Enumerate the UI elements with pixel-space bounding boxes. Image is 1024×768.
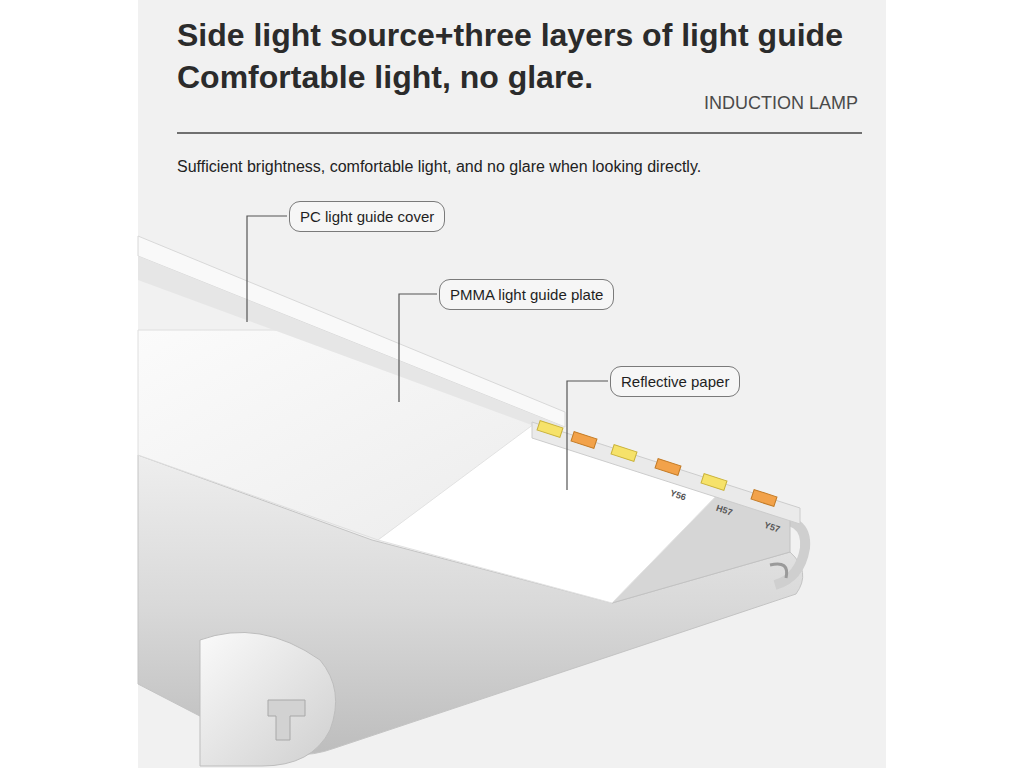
- pc-cover: [138, 236, 565, 427]
- callout-box: Reflective paper: [610, 366, 740, 397]
- lamp-part: [655, 459, 681, 476]
- led-pcb: [532, 422, 800, 524]
- subtitle-tag: INDUCTION LAMP: [704, 93, 858, 115]
- callout-text: PMMA light guide plate: [450, 286, 603, 303]
- callout-text: Reflective paper: [621, 373, 729, 390]
- description: Sufficient brightness, comfortable light…: [177, 157, 701, 176]
- lamp-part: [571, 432, 597, 449]
- leader-line: [567, 381, 608, 490]
- header-rule: [177, 132, 862, 134]
- led-strip: [537, 421, 777, 507]
- lamp-part: [751, 490, 777, 507]
- end-clip: [770, 564, 787, 578]
- lamp-part: [537, 421, 563, 438]
- profile-groove: [268, 700, 305, 740]
- leader-line: [399, 294, 437, 402]
- reflective-paper: [378, 424, 722, 603]
- end-profile: [200, 632, 336, 766]
- callout-box: PMMA light guide plate: [439, 279, 614, 310]
- lamp-part: [611, 445, 637, 462]
- lamp-part: [701, 474, 727, 491]
- title: Side light source+three layers of light …: [177, 14, 897, 98]
- callout-text: PC light guide cover: [300, 208, 434, 225]
- leader-line: [247, 216, 287, 322]
- callout-box: PC light guide cover: [289, 201, 445, 232]
